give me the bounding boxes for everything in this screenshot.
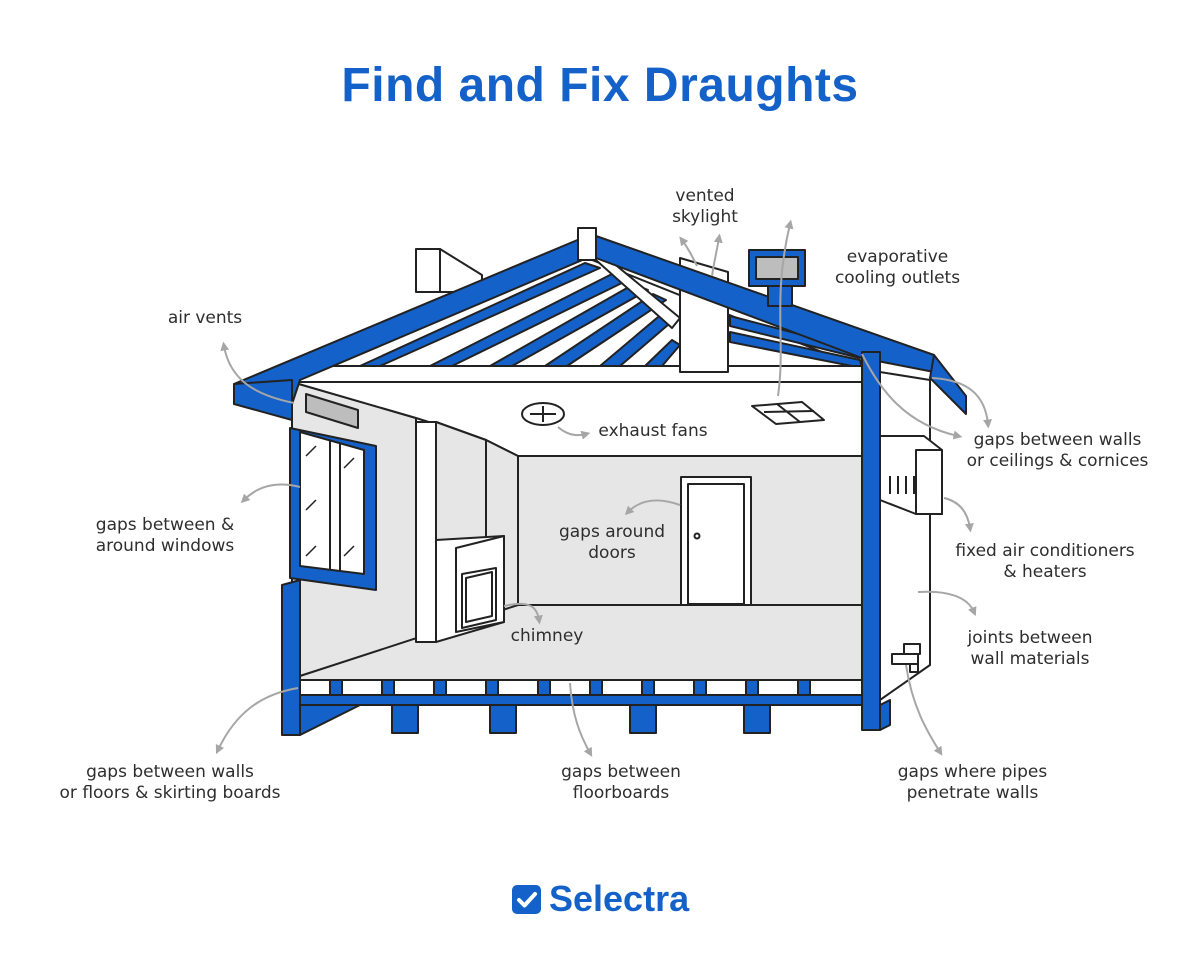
label-chimney: chimney	[510, 626, 584, 646]
label-gaps-doors: gaps around doors	[558, 522, 666, 563]
brand-name: Selectra	[549, 878, 690, 919]
label-vented-skylight: vented skylight	[672, 186, 738, 227]
checkmark-icon	[512, 885, 541, 914]
label-gaps-walls-ceilings: gaps between walls or ceilings & cornice…	[966, 430, 1149, 471]
label-gaps-floorboards: gaps between floorboards	[561, 762, 681, 803]
pipe	[891, 653, 919, 665]
pointer-arrows	[215, 219, 993, 757]
label-gaps-windows: gaps between & around windows	[95, 515, 235, 556]
page-title: Find and Fix Draughts	[341, 59, 859, 112]
label-gaps-pipes: gaps where pipes penetrate walls	[897, 762, 1048, 803]
right-wall-post	[861, 351, 881, 731]
label-air-vents: air vents	[167, 308, 243, 328]
left-wall-post	[281, 579, 301, 736]
label-evaporative-cooling-outlets: evaporative cooling outlets	[834, 247, 961, 288]
floor-beam	[299, 694, 863, 706]
label-fixed-air-conditioners: fixed air conditioners & heaters	[955, 541, 1135, 582]
label-exhaust-fans: exhaust fans	[598, 421, 708, 441]
back-chimney	[415, 248, 441, 293]
stumps	[391, 704, 771, 734]
label-gaps-walls-floors: gaps between walls or floors & skirting …	[59, 762, 281, 803]
label-joints-wall-materials: joints between wall materials	[967, 628, 1093, 669]
ceiling-beam	[291, 365, 863, 383]
ridge-cap	[577, 227, 597, 261]
air-vent	[305, 393, 359, 429]
joist-blocks	[329, 679, 811, 696]
